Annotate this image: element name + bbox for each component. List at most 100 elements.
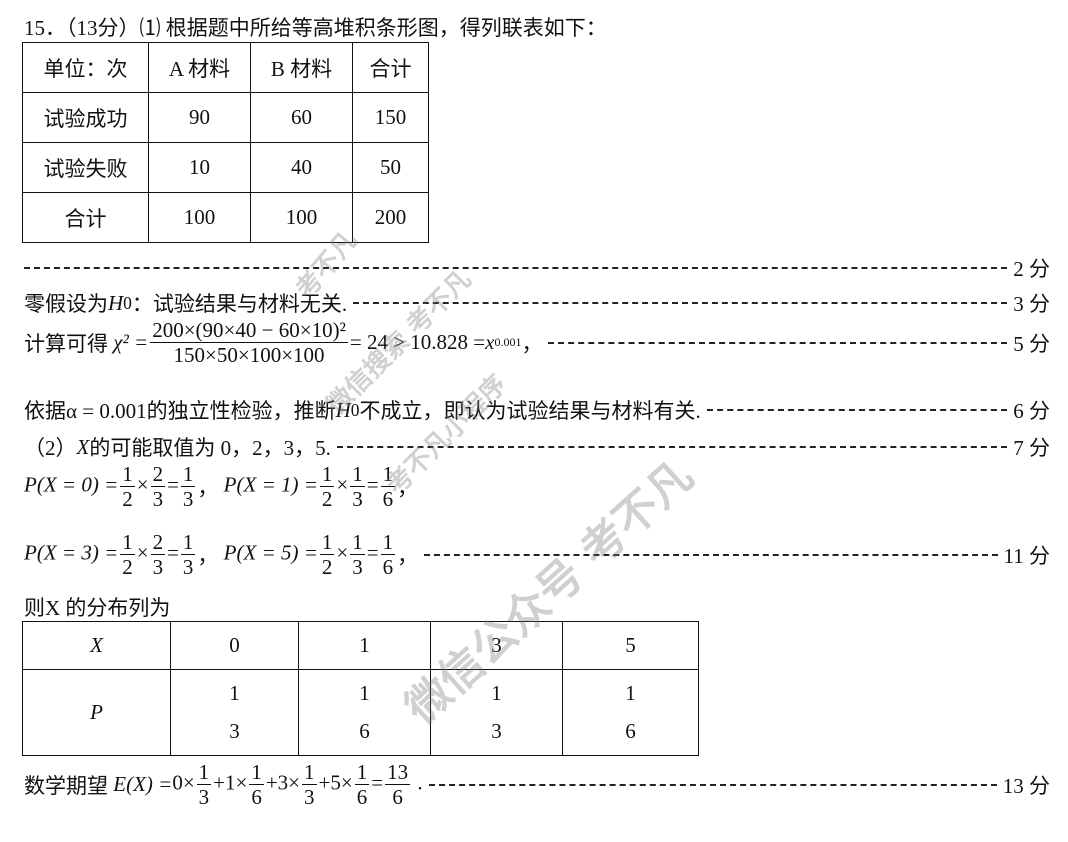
table-cell: 100 [250,192,353,243]
text: 则X 的分布列为 [24,596,171,620]
score: 13 分 [1002,773,1050,798]
table-cell: B 材料 [250,42,353,93]
table-cell: 合计 [352,42,429,93]
table-cell: 200 [352,192,429,243]
text: 0 [350,399,360,420]
text: +3× [265,770,301,795]
text: P(X = 1) = [223,472,318,497]
table-cell: 60 [250,92,353,143]
text: 的可能取值为 0，2，3，5. [89,436,331,460]
table-cell: 50 [352,142,429,193]
text: x [485,330,495,355]
text: +5× [318,770,353,795]
text: ， [521,331,543,356]
table-cell: X [22,621,171,670]
text: P(X = 0) = [24,472,119,497]
score: 7 分 [1013,436,1050,460]
text: 0 [123,292,132,313]
text: X [76,434,90,459]
text: = [371,770,384,795]
score: 11 分 [1003,543,1050,568]
text: 零假设为 [24,292,108,316]
denominator: 150×50×100×100 [173,343,325,368]
table-cell: 3 [430,621,563,670]
text: = [366,540,379,565]
table-cell: 合计 [22,192,149,243]
text: P(X = 5) = [223,540,318,565]
table-cell: 5 [562,621,699,670]
text: H [108,290,124,315]
score: 5 分 [1013,331,1050,356]
text: . [412,770,423,795]
text: 依据α = 0.001的独立性检验，推断 [24,399,336,423]
text: = 24 > 10.828 = [349,330,486,355]
table-cell: A 材料 [148,42,251,93]
part2-values: （2）X 的可能取值为 0，2，3，5. 7 分 [24,432,1050,462]
score: 6 分 [1013,399,1050,423]
table-cell: 0 [170,621,299,670]
table-cell: 1 [298,621,431,670]
text: = [366,472,379,497]
text: × [336,472,349,497]
text: χ² = [113,330,149,355]
table-cell: 100 [148,192,251,243]
table-cell: 10 [148,142,251,193]
text: = [167,472,179,497]
table-cell: P [22,669,171,756]
distribution-label: 则X 的分布列为 [24,592,1050,622]
text: = [167,540,179,565]
table-cell: 40 [250,142,353,193]
table-cell: 150 [352,92,429,143]
text: 不成立，即认为试验结果与材料有关. [359,399,701,423]
score: 3 分 [1013,292,1050,316]
text: 计算可得 [24,331,108,356]
text: E(X) = [113,772,173,797]
score-line-1: 2 分 [24,253,1050,283]
text: 0.001 [494,335,522,350]
text: P(X = 3) = [24,540,119,565]
text: X [90,633,103,657]
text: 数学期望 [24,773,108,798]
table-row: X 0 1 3 5 [22,621,699,670]
table-cell: 单位：次 [22,42,149,93]
table-cell: 试验成功 [22,92,149,143]
text: ：试验结果与材料无关. [131,292,348,316]
text: × [336,540,349,565]
